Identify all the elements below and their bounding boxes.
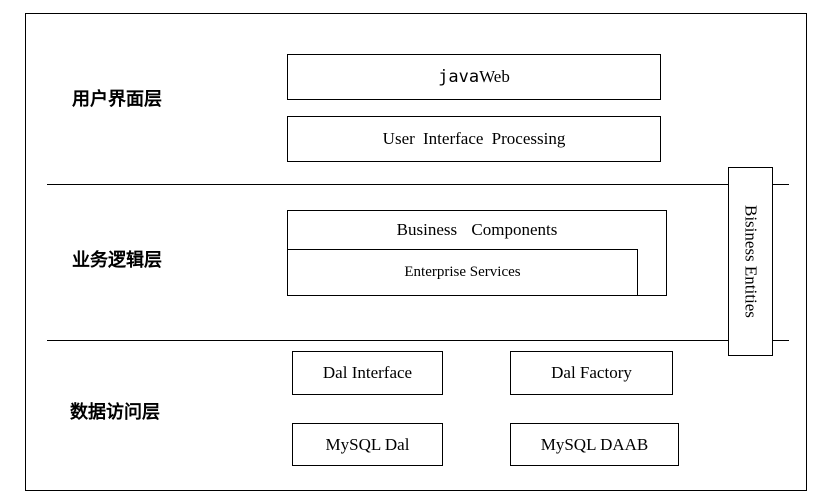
- layer-label-ui: 用户界面层: [72, 89, 162, 110]
- layer-divider-top: [47, 184, 789, 185]
- dal-interface-box: Dal Interface: [292, 351, 443, 395]
- layer-label-business: 业务逻辑层: [72, 250, 162, 271]
- javaweb-suffix: Web: [479, 67, 510, 86]
- dal-factory-box: Dal Factory: [510, 351, 673, 395]
- mysql-daab-box: MySQL DAAB: [510, 423, 679, 466]
- business-entities-label: Bisiness Entities: [741, 205, 761, 318]
- layer-label-data: 数据访问层: [70, 402, 160, 423]
- mysql-dal-box: MySQL Dal: [292, 423, 443, 466]
- business-components-label: Business Components: [396, 220, 558, 239]
- business-entities-box: Bisiness Entities: [728, 167, 773, 356]
- javaweb-prefix: java: [438, 67, 480, 87]
- layer-divider-bottom: [47, 340, 789, 341]
- architecture-frame: [25, 13, 807, 491]
- enterprise-services-box: Enterprise Services: [287, 249, 638, 296]
- ui-processing-box: User Interface Processing: [287, 116, 661, 162]
